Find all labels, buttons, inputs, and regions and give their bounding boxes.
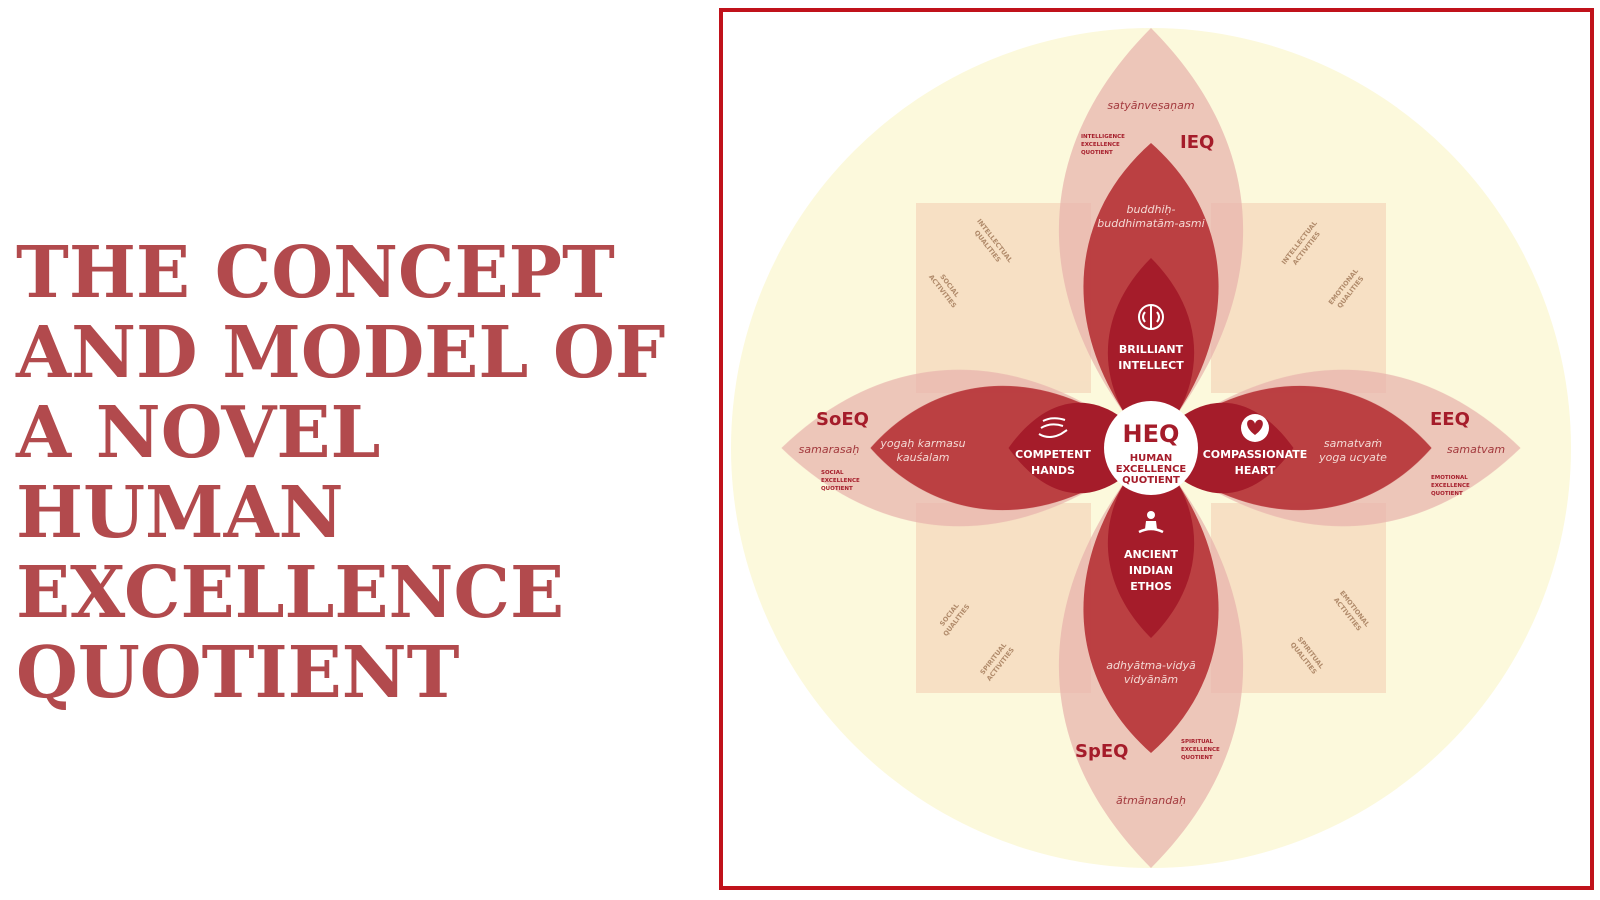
desc-right: QUOTIENT — [1431, 491, 1463, 497]
heq-line: HUMAN — [1130, 453, 1173, 464]
sanskrit-mid-top: buddhimatām-asmi — [1097, 217, 1204, 230]
acronym-soeq: SoEQ — [816, 409, 869, 430]
desc-top: INTELLIGENCE — [1081, 134, 1125, 140]
heart-icon — [1241, 414, 1269, 442]
acronym-eeq: EEQ — [1430, 409, 1470, 430]
desc-right: EXCELLENCE — [1431, 483, 1470, 489]
sanskrit-outer-left: samarasaḥ — [799, 443, 860, 456]
core-label-bottom: ETHOS — [1130, 580, 1172, 593]
sanskrit-mid-left: kauśalam — [896, 451, 949, 464]
core-label-bottom: INDIAN — [1129, 564, 1173, 577]
core-label-left: HANDS — [1031, 464, 1075, 477]
sanskrit-mid-left: yogaḥ karmasu — [879, 437, 965, 450]
core-label-bottom: ANCIENT — [1124, 548, 1179, 561]
sanskrit-outer-right: samatvam — [1447, 443, 1505, 456]
page-title: THE CONCEPT AND MODEL OF A NOVEL HUMAN E… — [16, 232, 706, 712]
sanskrit-mid-top: buddhiḥ- — [1127, 203, 1176, 216]
desc-left: EXCELLENCE — [821, 478, 860, 484]
heq-model-diagram: HEQ HUMAN EXCELLENCE QUOTIENT BRILLIANT … — [731, 28, 1571, 868]
sanskrit-mid-right: samatvaṁ — [1324, 437, 1382, 450]
center-circle — [1104, 401, 1198, 495]
hands-icon — [1038, 417, 1068, 438]
sanskrit-outer-top: satyānveṣaṇam — [1107, 99, 1194, 112]
brain-icon — [1138, 304, 1164, 330]
acronym-speq: SpEQ — [1075, 741, 1128, 762]
title-line: HUMAN — [16, 470, 344, 554]
desc-top: QUOTIENT — [1081, 150, 1113, 156]
core-label-right: HEART — [1235, 464, 1276, 477]
title-line: AND MODEL OF — [16, 310, 666, 394]
diagram-frame: HEQ HUMAN EXCELLENCE QUOTIENT BRILLIANT … — [719, 8, 1594, 890]
desc-right: EMOTIONAL — [1431, 475, 1468, 481]
sanskrit-outer-bottom: ātmānandaḥ — [1116, 794, 1186, 807]
core-label-right: COMPASSIONATE — [1203, 448, 1308, 461]
desc-top: EXCELLENCE — [1081, 142, 1120, 148]
desc-left: QUOTIENT — [821, 486, 853, 492]
diagonal-petals — [916, 203, 1386, 693]
desc-bottom: EXCELLENCE — [1181, 747, 1220, 753]
core-label-left: COMPETENT — [1015, 448, 1091, 461]
desc-left: SOCIAL — [821, 470, 844, 476]
title-line: QUOTIENT — [16, 630, 460, 714]
heq-line: EXCELLENCE — [1116, 464, 1187, 475]
title-line: A NOVEL — [16, 390, 381, 474]
sanskrit-mid-right: yoga ucyate — [1318, 451, 1387, 464]
heq-acronym: HEQ — [1123, 420, 1180, 448]
acronym-ieq: IEQ — [1180, 132, 1214, 153]
desc-bottom: SPIRITUAL — [1181, 739, 1214, 745]
meditation-icon — [1138, 511, 1164, 534]
core-label-top: BRILLIANT — [1119, 343, 1184, 356]
heq-line: QUOTIENT — [1122, 475, 1180, 486]
sanskrit-mid-bottom: adhyātma-vidyā — [1106, 659, 1196, 672]
sanskrit-mid-bottom: vidyānām — [1124, 673, 1178, 686]
desc-bottom: QUOTIENT — [1181, 755, 1213, 761]
title-line: EXCELLENCE — [16, 550, 565, 634]
title-line: THE CONCEPT — [16, 230, 615, 314]
core-label-top: INTELLECT — [1118, 359, 1184, 372]
